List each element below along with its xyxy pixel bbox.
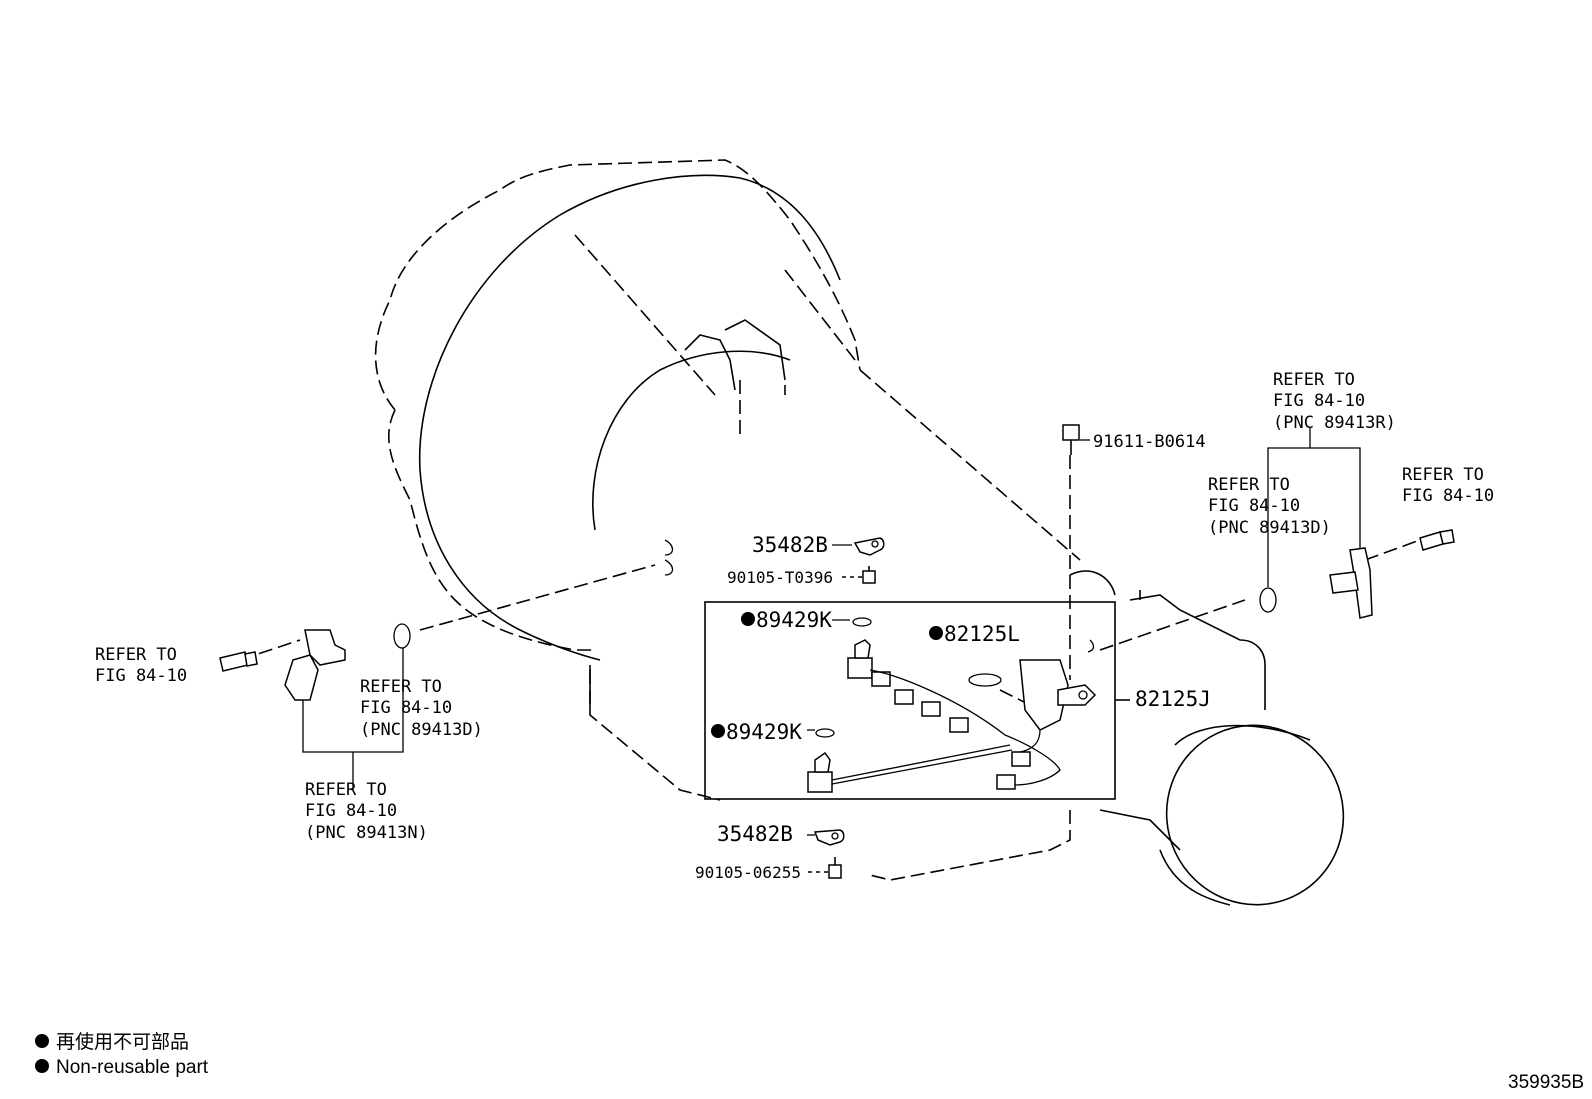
ref-left-sensor-line1: REFER TO	[305, 780, 387, 800]
label-90105-06255: 90105-06255	[695, 863, 801, 882]
ref-left-oring-line3: (PNC 89413D)	[360, 720, 483, 740]
label-82125j: 82125J	[1135, 687, 1211, 711]
wire-harness	[807, 617, 1097, 793]
leader-lines	[239, 455, 1421, 706]
ref-left-oring-line1: REFER TO	[360, 677, 442, 697]
ref-right-sensor-line1: REFER TO	[1273, 370, 1355, 390]
legend-jp: 再使用不可部品	[56, 1031, 189, 1053]
label-35482b-top: 35482B	[752, 533, 828, 557]
label-89429k-top: 89429K	[756, 608, 832, 632]
legend-bullet	[35, 1059, 49, 1073]
diagram-code: 359935B	[1508, 1072, 1584, 1093]
legend-en: Non-reusable part	[56, 1057, 209, 1078]
ref-left-oring-line2: FIG 84-10	[360, 698, 452, 718]
non-reusable-marker	[929, 626, 943, 640]
legend: 再使用不可部品 Non-reusable part	[35, 1031, 209, 1078]
label-35482b-bottom: 35482B	[717, 822, 793, 846]
ref-left-sensor-line2: FIG 84-10	[305, 801, 397, 821]
ref-right-sensor-line2: FIG 84-10	[1273, 391, 1365, 411]
ref-right-bolt-line1: REFER TO	[1402, 465, 1484, 485]
ref-right-oring-line2: FIG 84-10	[1208, 496, 1300, 516]
label-82125l: 82125L	[944, 622, 1020, 646]
non-reusable-marker	[711, 724, 725, 738]
label-90105-t0396: 90105-T0396	[727, 568, 833, 587]
legend-bullet	[35, 1034, 49, 1048]
non-reusable-marker	[741, 612, 755, 626]
label-89429k-bottom: 89429K	[726, 720, 802, 744]
small-parts	[219, 424, 1455, 879]
transmission-housing	[374, 159, 1345, 906]
part-labels: 91611-B0614 35482B 90105-T0396 89429K 82…	[695, 432, 1211, 882]
ref-right-oring-line3: (PNC 89413D)	[1208, 518, 1331, 538]
callout-lines	[302, 428, 1361, 873]
ref-right-bolt-line2: FIG 84-10	[1402, 486, 1494, 506]
label-91611-b0614: 91611-B0614	[1093, 432, 1206, 452]
ref-left-bolt-line1: REFER TO	[95, 645, 177, 665]
ref-right-oring-line1: REFER TO	[1208, 475, 1290, 495]
ref-left-bolt-line2: FIG 84-10	[95, 666, 187, 686]
ref-right-sensor-line3: (PNC 89413R)	[1273, 413, 1396, 433]
reference-notes: REFER TO FIG 84-10 REFER TO FIG 84-10 (P…	[95, 370, 1494, 843]
ref-left-sensor-line3: (PNC 89413N)	[305, 823, 428, 843]
